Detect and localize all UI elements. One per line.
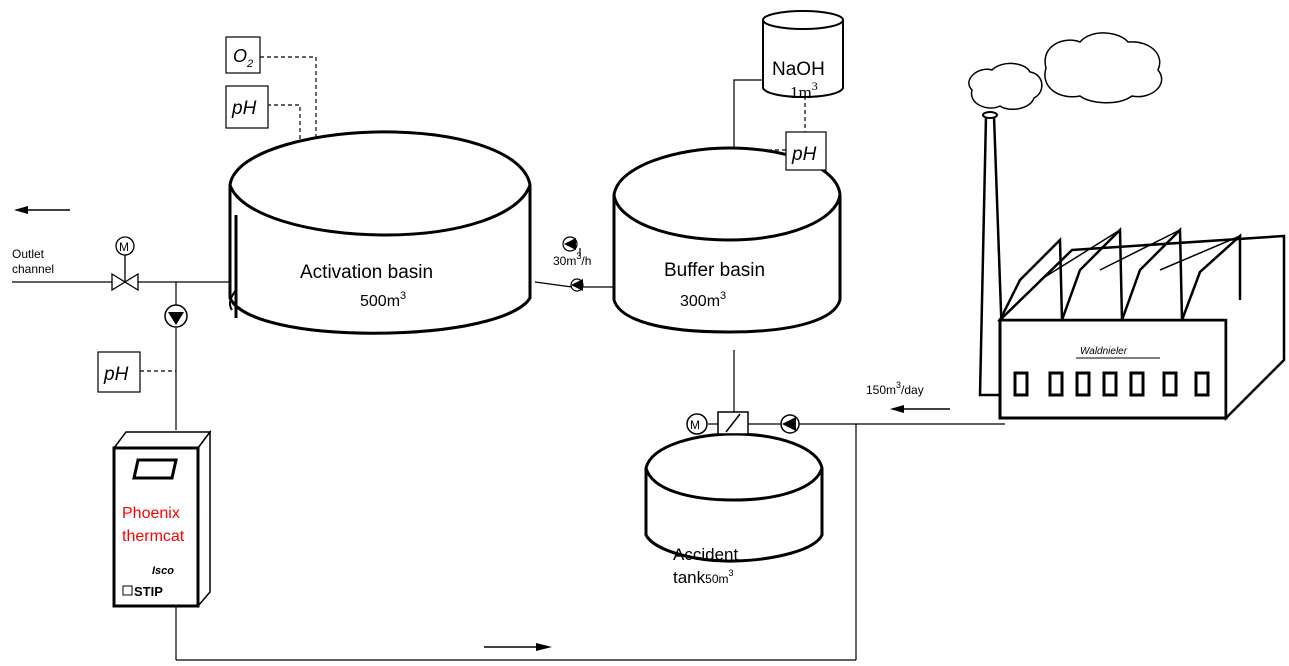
inflow-pump xyxy=(780,414,800,434)
analyzer-feed-pump xyxy=(164,304,188,328)
naoh-tank xyxy=(762,10,844,98)
naoh-volume-label: 1m3 xyxy=(790,79,818,102)
pump-flow-label: 30m3/h xyxy=(553,251,591,268)
analyzer-model-logo: STIP xyxy=(134,584,163,599)
buffer-volume-label: 300m3 xyxy=(680,290,726,310)
svg-text:O2: O2 xyxy=(233,46,253,70)
inflow-label: 150m3/day xyxy=(866,380,924,397)
accident-motor-symbol: M xyxy=(690,418,700,432)
return-flow-arrow xyxy=(484,643,552,651)
o2-sensor: O2 xyxy=(225,36,261,74)
svg-text:pH: pH xyxy=(103,364,129,385)
factory-windows xyxy=(1013,371,1210,397)
transfer-pump xyxy=(562,236,584,292)
analyzer-name-line1: Phoenix xyxy=(122,505,180,522)
analyzer-model-icon xyxy=(122,585,133,596)
svg-text:pH: pH xyxy=(791,144,817,165)
analyzer-cabinet xyxy=(112,429,212,609)
accident-tank-label-line1: Accident xyxy=(673,545,738,564)
outlet-motor-valve xyxy=(111,236,139,292)
buffer-basin-label: Buffer basin xyxy=(664,260,765,281)
accident-tank xyxy=(644,432,824,563)
factory xyxy=(968,32,1286,422)
analyzer-name-line2: thermcat xyxy=(122,528,185,545)
activation-basin-label: Activation basin xyxy=(300,262,433,283)
outlet-label-line1: Outlet xyxy=(12,247,45,261)
outlet-motor-symbol: M xyxy=(119,240,129,254)
activation-volume-label: 500m3 xyxy=(360,290,406,310)
analyzer-brand-logo: Isco xyxy=(152,565,174,577)
ph-sensor-outlet: pH xyxy=(97,351,141,393)
accident-diverter-valve xyxy=(686,411,749,435)
svg-text:pH: pH xyxy=(231,98,257,119)
buffer-basin xyxy=(612,146,842,334)
ph-sensor-activation: pH xyxy=(225,85,269,129)
accident-tank-label-line2: tank50m3 xyxy=(673,568,734,587)
factory-name-label: Waldnieler xyxy=(1080,346,1128,357)
outlet-arrow xyxy=(14,206,70,214)
inflow-arrow xyxy=(890,405,950,413)
ph-sensor-buffer: pH xyxy=(785,131,827,171)
outlet-label-line2: channel xyxy=(12,262,54,276)
activation-basin xyxy=(228,130,532,335)
naoh-tank-label: NaOH xyxy=(772,59,825,80)
